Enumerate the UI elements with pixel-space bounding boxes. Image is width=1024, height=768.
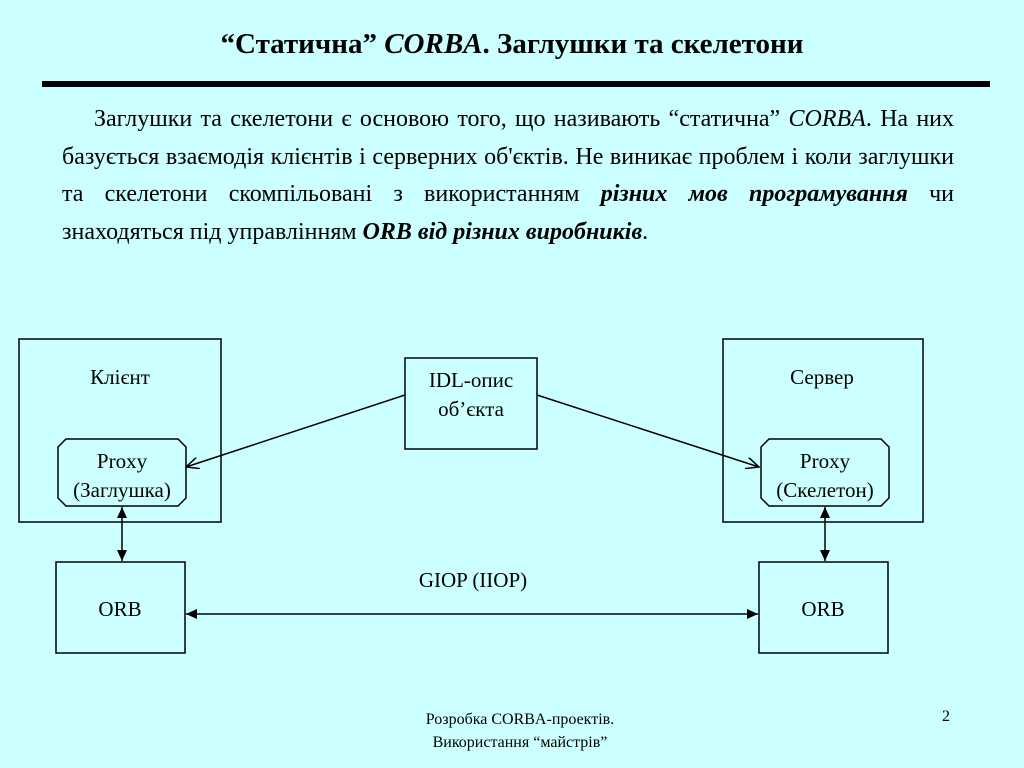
server-proxy-box bbox=[760, 438, 890, 507]
server-proxy-line2: (Скелетон) bbox=[776, 478, 873, 502]
protocol-label: GIOP (IIOP) bbox=[419, 568, 527, 592]
title-corba: CORBA bbox=[384, 28, 483, 60]
idl-box bbox=[404, 357, 538, 450]
page-number: 2 bbox=[942, 708, 950, 725]
slide-title: “Статична” CORBA. Заглушки та скелетони bbox=[220, 28, 804, 60]
emphasis-languages: різних мов програмування bbox=[600, 181, 908, 207]
server-label: Сервер bbox=[790, 365, 854, 389]
footer: Розробка CORBA-проектів. Використання “м… bbox=[320, 708, 720, 754]
client-proxy-box bbox=[57, 438, 187, 507]
idl-label-line2: об’єкта bbox=[438, 397, 505, 421]
client-proxy-line1: Proxy bbox=[97, 449, 148, 473]
client-proxy-line2: (Заглушка) bbox=[73, 478, 171, 502]
orb-left-box bbox=[55, 561, 186, 654]
emphasis-orb-vendors: ORB від різних виробників bbox=[362, 218, 643, 245]
idl-to-client-arrow bbox=[186, 394, 406, 467]
orb-right-label: ORB bbox=[801, 597, 844, 621]
server-proxy-line1: Proxy bbox=[800, 449, 851, 473]
orb-right-box bbox=[758, 561, 889, 654]
idl-label-line1: IDL-опис bbox=[429, 368, 513, 392]
client-label: Клієнт bbox=[90, 365, 150, 389]
title-divider bbox=[42, 81, 990, 87]
footer-line1: Розробка CORBA-проектів. bbox=[425, 711, 615, 728]
orb-left-label: ORB bbox=[98, 597, 141, 621]
footer-line2: Використання “майстрів” bbox=[432, 734, 608, 751]
idl-to-server-arrow bbox=[536, 394, 759, 467]
body-paragraph: Заглушки та скелетони є основою того, що… bbox=[62, 106, 955, 245]
